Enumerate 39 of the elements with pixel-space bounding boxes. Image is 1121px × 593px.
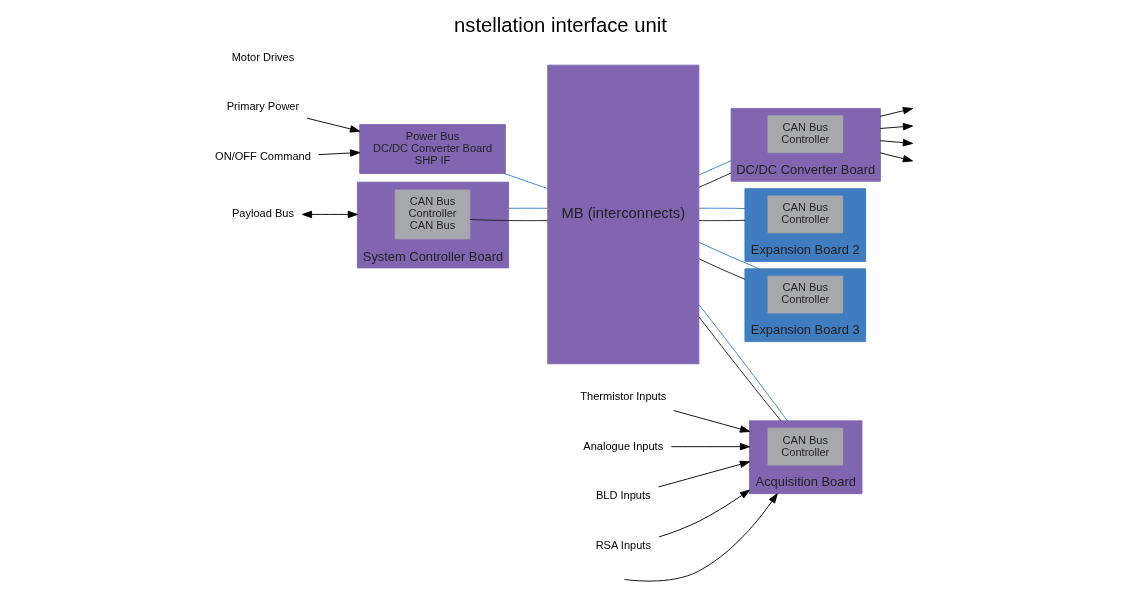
arrow	[670, 442, 750, 451]
connector	[698, 219, 746, 222]
node-box: Power Bus DC/DC Converter Board SHP IF	[359, 124, 506, 174]
arrow	[879, 107, 913, 117]
label: Motor Drives	[231, 50, 295, 63]
node-text: RSA Inputs	[595, 539, 651, 552]
connector	[698, 316, 782, 422]
arrow	[879, 152, 913, 163]
connector	[508, 207, 548, 209]
connector	[698, 304, 788, 422]
arrow	[658, 460, 750, 488]
connector	[698, 258, 746, 280]
node-box: CAN Bus Controller	[767, 195, 844, 234]
connector	[698, 241, 760, 270]
connector	[698, 160, 732, 176]
arrow	[879, 139, 913, 147]
node-box: MB (interconnects)	[547, 64, 700, 365]
node-text: Analogue Inputs	[583, 439, 664, 452]
node-text: BLD Inputs	[595, 489, 651, 502]
arrow	[317, 149, 361, 157]
node-text: Primary Power	[226, 100, 300, 113]
arrow	[301, 210, 358, 219]
node-box: CAN Bus Controller	[767, 427, 844, 466]
arrow	[658, 489, 750, 538]
arrow	[673, 410, 750, 433]
arrow	[623, 493, 778, 582]
arrow	[306, 117, 361, 133]
arrow	[879, 123, 913, 131]
diagram-title: nstellation interface unit	[454, 13, 667, 36]
node-box: CAN Bus Controller	[767, 275, 844, 314]
connector	[698, 207, 746, 209]
node-text: Payload Bus	[231, 207, 294, 220]
connector	[698, 172, 732, 188]
connector	[503, 173, 548, 189]
node-box: CAN Bus Controller CAN Bus	[394, 189, 471, 240]
connector	[469, 219, 548, 222]
node-text: Thermistor Inputs	[580, 389, 667, 402]
node-box: CAN Bus Controller	[767, 115, 844, 154]
node-text: ON/OFF Command	[215, 150, 311, 163]
